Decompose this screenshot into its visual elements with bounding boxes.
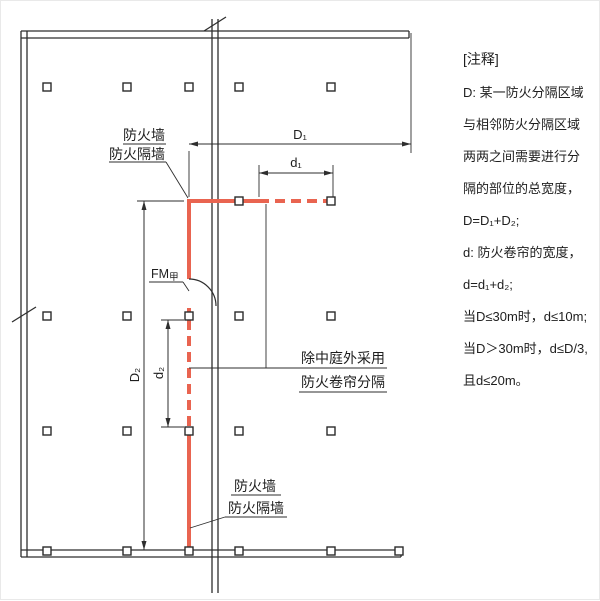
column (122, 311, 132, 321)
column (326, 426, 336, 436)
notes-title: [注释] (463, 51, 499, 67)
notes-line: D: 某一防火分隔区域 (463, 85, 584, 100)
arrow-icon (259, 170, 268, 176)
firewall-top-label-line2: 防火隔墙 (109, 146, 165, 162)
leader-line (165, 161, 189, 199)
column (234, 426, 244, 436)
break-mark-icon (11, 306, 37, 323)
column (326, 196, 336, 206)
column (394, 546, 404, 556)
fire-door-arc-icon (188, 278, 217, 307)
column (42, 82, 52, 92)
dimension-label-D1: D₁ (293, 127, 307, 142)
dimension-label-d2: d₂ (151, 367, 166, 379)
column (184, 546, 194, 556)
fire-door-label-subscript: 甲 (169, 272, 179, 283)
firewall-top-label-line1: 防火墙 (123, 127, 165, 143)
column (326, 82, 336, 92)
column (122, 546, 132, 556)
leader-line (182, 281, 190, 292)
notes-line: 与相邻防火分隔区域 (463, 117, 580, 132)
arrow-icon (402, 141, 411, 147)
fire-door-label: FM甲 (151, 267, 179, 283)
column (234, 311, 244, 321)
column (184, 426, 194, 436)
arrow-icon (141, 201, 147, 210)
column (122, 82, 132, 92)
arrow-icon (189, 141, 198, 147)
column (184, 311, 194, 321)
firewall-bottom-label-line2: 防火隔墙 (228, 500, 284, 516)
dimension-label-D2: D₂ (127, 368, 142, 382)
notes-panel: [注释] D: 某一防火分隔区域 与相邻防火分隔区域 两两之间需要进行分 隔的部… (463, 51, 588, 388)
arrow-icon (165, 320, 171, 329)
arrow-icon (141, 541, 147, 550)
notes-line: 两两之间需要进行分 (463, 149, 580, 164)
notes-line: 当D≤30m时，d≤10m; (463, 309, 587, 324)
notes-line: d: 防火卷帘的宽度， (463, 245, 581, 260)
column (122, 426, 132, 436)
notes-line: 且d≤20m。 (463, 373, 529, 388)
leader-line (189, 516, 226, 529)
column (42, 311, 52, 321)
shutter-note-line1: 除中庭外采用 (301, 350, 385, 366)
notes-line: D=D₁+D₂; (463, 213, 519, 228)
column (234, 82, 244, 92)
firewall-bottom-label-line1: 防火墙 (234, 478, 276, 494)
fire-door-label-prefix: FM (151, 267, 169, 281)
column (326, 311, 336, 321)
column (234, 546, 244, 556)
arrow-icon (324, 170, 333, 176)
column (326, 546, 336, 556)
column-grid (42, 82, 404, 556)
arrow-icon (165, 418, 171, 427)
dimension-label-d1: d₁ (290, 155, 302, 170)
notes-line: 隔的部位的总宽度， (463, 181, 580, 196)
callout-labels: 防火墙 防火隔墙 FM甲 除中庭外采用 防火卷帘分隔 防火墙 防火隔墙 (109, 127, 387, 529)
column (184, 82, 194, 92)
notes-line: d=d₁+d₂; (463, 277, 513, 292)
building-walls (11, 16, 410, 593)
notes-line: 当D＞30m时，d≤D/3, (463, 341, 588, 356)
shutter-note-line2: 防火卷帘分隔 (301, 374, 385, 390)
column (234, 196, 244, 206)
dimension-annotations: D₁ d₁ D₂ d₂ (127, 33, 412, 550)
column (42, 546, 52, 556)
break-mark-icon (203, 16, 227, 32)
column (42, 426, 52, 436)
